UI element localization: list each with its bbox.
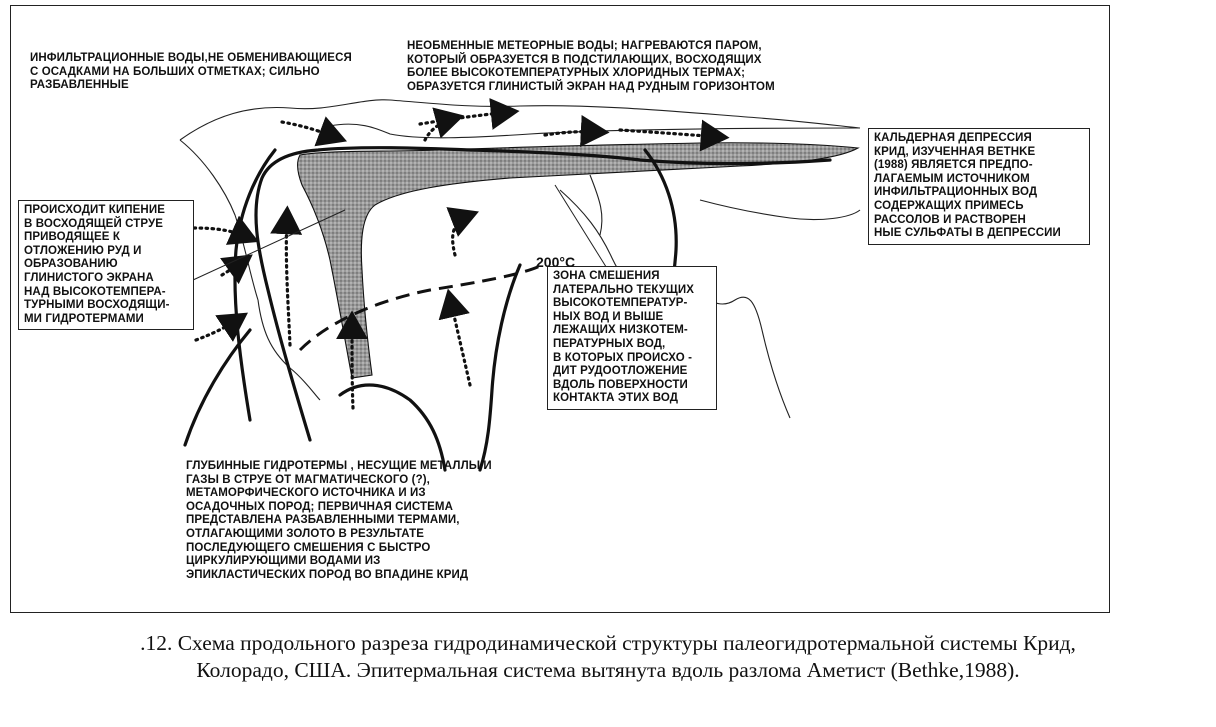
caldera-depression-box: КАЛЬДЕРНАЯ ДЕПРЕССИЯ КРИД, ИЗУЧЕННАЯ Bet… [868,128,1090,245]
isotherm-temperature-label: 200°C [536,254,576,270]
boiling-zone-box: ПРОИСХОДИТ КИПЕНИЕ В ВОСХОДЯЩЕЙ СТРУЕ ПР… [18,200,194,331]
meteoric-waters-label: НЕОБМЕННЫЕ МЕТЕОРНЫЕ ВОДЫ; НАГРЕВАЮТСЯ П… [407,40,775,93]
figure-caption: .12. Схема продольного разреза гидродина… [140,631,1076,682]
diagram-frame [10,5,1110,613]
leader-lines [192,184,609,281]
mixing-zone-box: ЗОНА СМЕШЕНИЯ ЛАТЕРАЛЬНО ТЕКУЩИХ ВЫСОКОТ… [547,266,717,410]
infiltration-waters-label: ИНФИЛЬТРАЦИОННЫЕ ВОДЫ,НЕ ОБМЕНИВАЮЩИЕСЯ … [30,52,352,92]
flow-arrows [192,97,730,410]
bold-flow-lines [183,146,832,472]
isotherm-200c [298,264,541,352]
deep-hydrotherms-label: ГЛУБИННЫЕ ГИДРОТЕРМЫ , НЕСУЩИЕ МЕТАЛЛЫ И… [186,460,492,581]
